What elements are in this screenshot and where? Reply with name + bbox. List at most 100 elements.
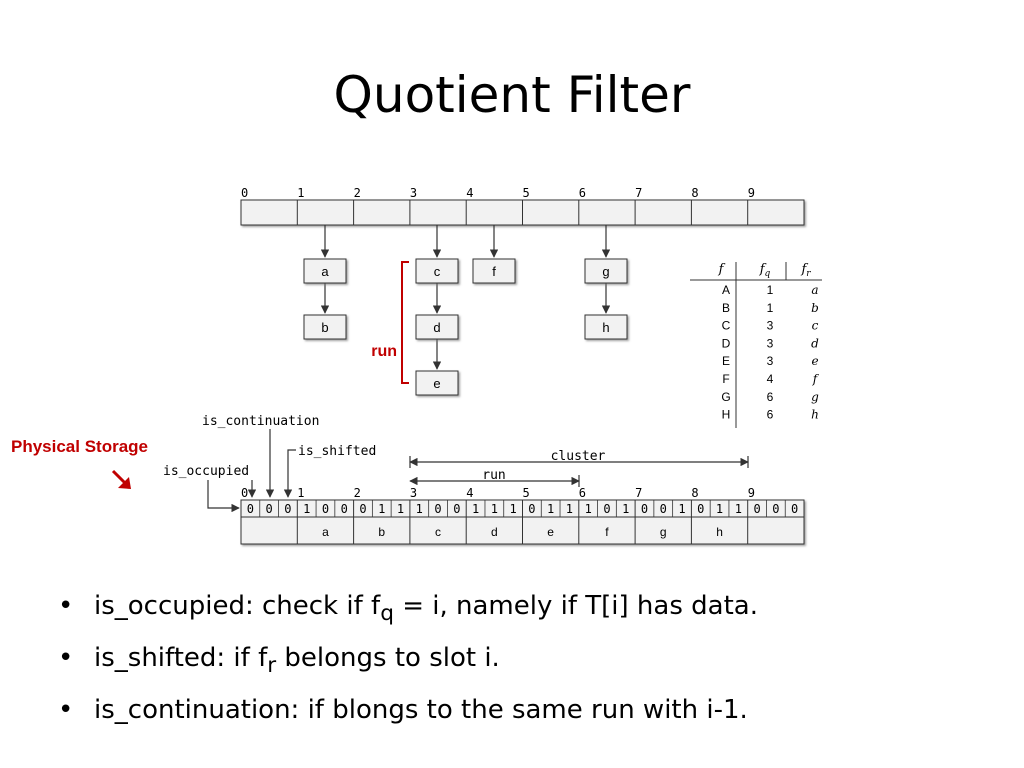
svg-text:b: b xyxy=(321,320,328,335)
svg-text:a: a xyxy=(321,264,329,279)
storage-bit: 0 xyxy=(697,502,704,516)
bullet-is-shifted: •is_shifted: if fr belongs to slot i. xyxy=(58,643,500,679)
top-index-label: 4 xyxy=(466,186,473,200)
node-g: g xyxy=(584,258,628,284)
storage-remainder: b xyxy=(378,525,385,539)
node-c: c xyxy=(415,258,459,284)
page-title: Quotient Filter xyxy=(333,66,691,124)
table-cell-fr: h xyxy=(811,408,819,422)
storage-bit: 0 xyxy=(528,502,535,516)
storage-index-label: 7 xyxy=(635,486,642,500)
storage-bit: 0 xyxy=(753,502,760,516)
storage-index-label: 3 xyxy=(410,486,417,500)
table-cell-f: C xyxy=(722,319,731,333)
node-b: b xyxy=(303,314,347,340)
table-cell-fq: 6 xyxy=(767,408,774,422)
table-cell-fr: e xyxy=(811,354,818,368)
svg-text:run: run xyxy=(482,468,505,483)
storage-index-label: 2 xyxy=(354,486,361,500)
storage-bit: 0 xyxy=(341,502,348,516)
storage-index-label: 6 xyxy=(579,486,586,500)
table-cell-f: A xyxy=(722,283,730,297)
storage-remainder: f xyxy=(605,525,609,539)
table-cell-fq: 3 xyxy=(767,319,774,333)
top-index-label: 7 xyxy=(635,186,642,200)
storage-bit: 0 xyxy=(434,502,441,516)
is-shifted-label: is_shifted xyxy=(298,444,376,459)
cluster-span: cluster xyxy=(409,449,749,468)
storage-bit: 1 xyxy=(678,502,685,516)
storage-index-label: 9 xyxy=(748,486,755,500)
table-cell-f: E xyxy=(722,354,730,368)
table-cell-f: F xyxy=(722,372,729,386)
storage-index-label: 8 xyxy=(691,486,698,500)
header-fr: fr xyxy=(800,262,811,279)
table-cell-fr: g xyxy=(811,390,819,404)
storage-index-label: 1 xyxy=(297,486,304,500)
top-index-label: 2 xyxy=(354,186,361,200)
storage-bit: 0 xyxy=(284,502,291,516)
table-cell-f: D xyxy=(722,336,731,350)
storage-remainder: e xyxy=(547,525,554,539)
storage-bit: 0 xyxy=(660,502,667,516)
storage-index-label: 4 xyxy=(466,486,473,500)
storage-remainder: c xyxy=(435,525,441,539)
run-span: run xyxy=(409,468,580,487)
table-cell-f: G xyxy=(721,390,730,404)
table-cell-f: H xyxy=(722,408,731,422)
storage-bit: 1 xyxy=(735,502,742,516)
storage-bit: 1 xyxy=(378,502,385,516)
storage-bit: 0 xyxy=(641,502,648,516)
storage-bit: 1 xyxy=(397,502,404,516)
top-index-label: 0 xyxy=(241,186,248,200)
storage-bit: 1 xyxy=(303,502,310,516)
storage-bit: 1 xyxy=(416,502,423,516)
run-bracket: run xyxy=(371,261,409,384)
storage-bit: 0 xyxy=(772,502,779,516)
storage-bit: 1 xyxy=(566,502,573,516)
svg-text:h: h xyxy=(602,320,609,335)
table-cell-fq: 4 xyxy=(767,372,774,386)
storage-bit: 0 xyxy=(791,502,798,516)
table-cell-fq: 3 xyxy=(767,336,774,350)
svg-text:f: f xyxy=(492,264,496,279)
node-a: a xyxy=(303,258,347,284)
bullet-is-continuation: •is_continuation: if blongs to the same … xyxy=(58,695,748,725)
node-f: f xyxy=(472,258,516,284)
storage-remainder: g xyxy=(660,525,667,539)
top-index-label: 5 xyxy=(523,186,530,200)
storage-remainder: h xyxy=(716,525,723,539)
storage-bit: 0 xyxy=(453,502,460,516)
node-e: e xyxy=(415,370,459,396)
header-fq: fq xyxy=(759,262,771,279)
storage-bit: 1 xyxy=(585,502,592,516)
metadata-pointers xyxy=(207,429,296,513)
red-arrow-icon xyxy=(111,469,131,489)
top-index-label: 9 xyxy=(748,186,755,200)
table-cell-fr: f xyxy=(812,372,820,386)
node-d: d xyxy=(415,314,459,340)
storage-index-label: 5 xyxy=(523,486,530,500)
is-continuation-label: is_continuation xyxy=(202,414,319,429)
hash-table-slots xyxy=(240,199,805,226)
storage-bit: 1 xyxy=(491,502,498,516)
storage-bit: 0 xyxy=(247,502,254,516)
svg-text:g: g xyxy=(602,264,609,279)
table-cell-fq: 1 xyxy=(767,301,774,315)
header-f: f xyxy=(718,262,726,277)
table-cell-fr: b xyxy=(811,301,819,315)
storage-bit: 1 xyxy=(509,502,516,516)
storage-bit: 0 xyxy=(359,502,366,516)
table-cell-f: B xyxy=(722,301,730,315)
storage-remainder: a xyxy=(322,525,329,539)
storage-index-label: 0 xyxy=(241,486,248,500)
top-index-label: 1 xyxy=(297,186,304,200)
table-cell-fq: 1 xyxy=(767,283,774,297)
storage-bit: 1 xyxy=(472,502,479,516)
svg-text:d: d xyxy=(433,320,440,335)
slot-arrows xyxy=(320,225,611,370)
svg-text:cluster: cluster xyxy=(551,449,606,464)
